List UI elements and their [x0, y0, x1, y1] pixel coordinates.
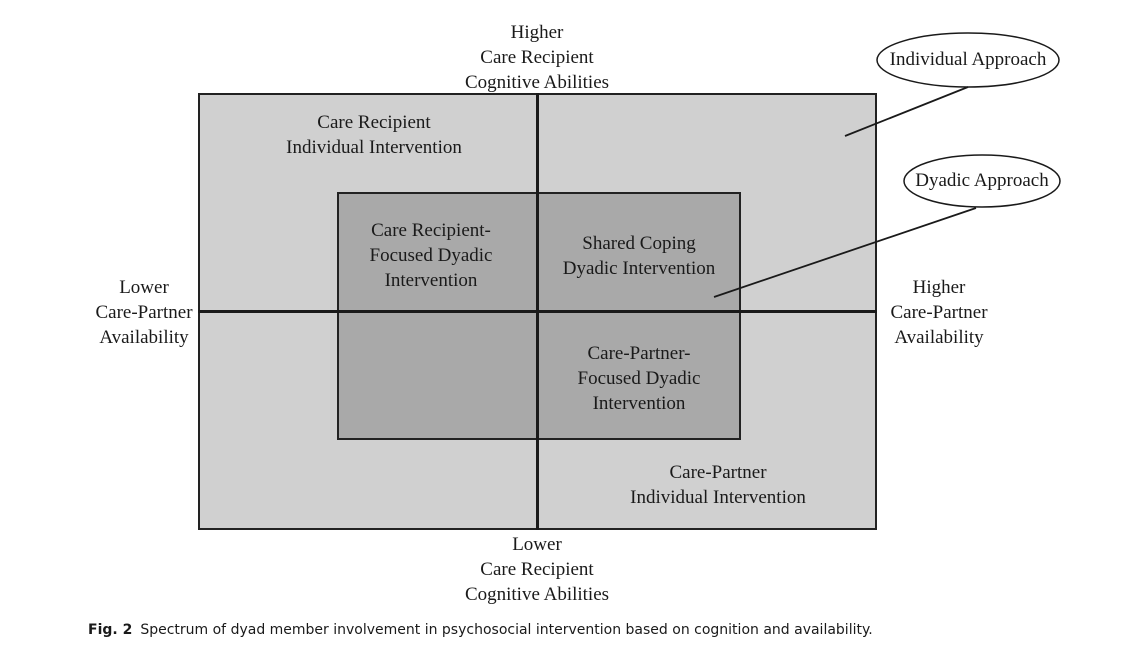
figure-caption-text: Spectrum of dyad member involvement in p… [140, 622, 873, 638]
inner-br-line-1: Care-Partner- [587, 343, 691, 364]
top-axis-line-3: Cognitive Abilities [464, 72, 610, 93]
inner-tr-line-1: Shared Coping [582, 233, 696, 254]
quadrant-tl-line-1: Care Recipient [317, 112, 431, 133]
left-axis-label: Lower Care-Partner Availability [84, 275, 204, 350]
top-axis-line-1: Higher [510, 22, 564, 43]
quadrant-br-line-1: Care-Partner [669, 462, 767, 483]
top-axis-line-2: Care Recipient [480, 47, 594, 68]
quadrant-tl-line-2: Individual Intervention [286, 137, 462, 158]
left-axis-line-2: Care-Partner [95, 302, 193, 323]
quadrant-br-line-2: Individual Intervention [630, 487, 806, 508]
care-recipient-individual-label: Care Recipient Individual Intervention [264, 110, 484, 160]
figure-caption: Fig. 2 Spectrum of dyad member involvemen… [88, 622, 873, 638]
inner-dyadic-region-box [337, 192, 741, 440]
inner-br-line-2: Focused Dyadic [577, 368, 701, 389]
right-axis-line-2: Care-Partner [890, 302, 988, 323]
vertical-axis-line [536, 93, 539, 530]
inner-tl-line-1: Care Recipient- [371, 220, 491, 241]
inner-br-line-3: Intervention [592, 393, 686, 414]
figure-label: Fig. 2 [88, 622, 133, 638]
right-axis-line-3: Availability [894, 327, 984, 348]
care-recipient-focused-dyadic-label: Care Recipient- Focused Dyadic Intervent… [349, 218, 513, 293]
bottom-axis-line-3: Cognitive Abilities [464, 584, 610, 605]
inner-tl-line-2: Focused Dyadic [369, 245, 493, 266]
individual-approach-label: Individual Approach [889, 49, 1047, 70]
right-axis-label: Higher Care-Partner Availability [878, 275, 1000, 350]
top-axis-label: Higher Care Recipient Cognitive Abilitie… [437, 20, 637, 95]
care-partner-focused-dyadic-label: Care-Partner- Focused Dyadic Interventio… [554, 341, 724, 416]
inner-tl-line-3: Intervention [384, 270, 478, 291]
shared-coping-dyadic-label: Shared Coping Dyadic Intervention [544, 231, 734, 281]
care-partner-individual-label: Care-Partner Individual Intervention [608, 460, 828, 510]
bottom-axis-line-2: Care Recipient [480, 559, 594, 580]
bottom-axis-label: Lower Care Recipient Cognitive Abilities [437, 532, 637, 607]
dyadic-approach-label: Dyadic Approach [915, 170, 1049, 191]
right-axis-line-1: Higher [912, 277, 966, 298]
inner-tr-line-2: Dyadic Intervention [562, 258, 716, 279]
left-axis-line-3: Availability [99, 327, 189, 348]
left-axis-line-1: Lower [119, 277, 169, 298]
bottom-axis-line-1: Lower [512, 534, 562, 555]
